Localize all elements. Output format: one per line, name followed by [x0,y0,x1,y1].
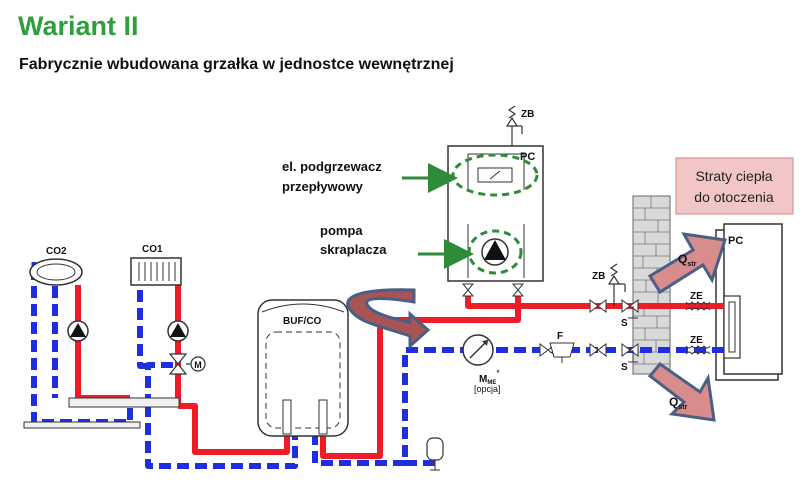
flex-connector-top-label: ZE [690,291,703,302]
heat-loss-line1: Straty ciepła [695,168,772,184]
safety-valve-mid-icon [607,263,626,306]
buffer-label: BUF/CO [283,316,322,327]
indoor-unit-label: PC [520,151,535,163]
expansion-vessel-icon [426,437,444,471]
page-title: Wariant II [18,11,139,41]
return-valve-icon-3 [621,343,639,357]
pump-label-line2: skraplacza [320,242,387,257]
filter-icon [549,342,575,363]
flex-connector-top-icon [685,301,711,311]
co2-radiator [29,258,83,286]
building-wall [632,195,671,375]
heat-loss-top-label: Qstr [678,252,697,268]
co1-label: CO1 [142,244,163,255]
manifold [68,397,180,408]
return-valve-icon-2 [589,343,607,357]
co1-pump-icon [167,320,189,342]
supply-valve-icon [589,299,607,313]
flex-connector-bottom-label: ZE [690,335,703,346]
heater-label-line2: przepływowy [282,179,364,194]
safety-valve-mid-label: ZB [592,271,605,282]
mixing-valve-icon [168,353,206,375]
condenser-pump-icon [481,238,509,266]
co1-radiator [130,257,182,286]
drain-bottom-label: S [621,362,628,373]
indoor-unit-valves [461,283,525,297]
heat-loss-arrow-top [647,232,727,295]
safety-valve-top-icon [505,105,523,146]
energy-meter-option: [opcja] [474,384,501,394]
heat-loss-line2: do otoczenia [694,189,774,205]
motor-label: M [194,360,202,370]
supply-valve-icon-2 [621,299,639,313]
energy-meter-icon [462,334,494,366]
drain-bottom-icon [628,350,638,363]
drain-top-icon [628,306,638,319]
buffer-tank [257,299,349,437]
base-plate [23,421,141,429]
co2-pump-icon [67,320,89,342]
heat-loss-bottom-label: Qstr [669,395,688,411]
flow-arrow [346,288,431,350]
co2-label: CO2 [46,246,67,257]
safety-valve-top-label: ZB [521,109,534,120]
outdoor-unit-label: PC [728,235,743,247]
page-subtitle: Fabrycznie wbudowana grzałka w jednostce… [19,56,454,73]
heater-label-line1: el. podgrzewacz [282,159,382,174]
energy-meter-label: MME° [479,369,500,386]
drain-top-label: S [621,318,628,329]
outdoor-unit [715,223,783,381]
pump-label-line1: pompa [320,223,363,238]
filter-label: F [557,331,563,342]
heat-loss-arrow-bottom [647,361,716,422]
flex-connector-bottom-icon [685,345,711,355]
heat-loss-callout [675,157,794,215]
